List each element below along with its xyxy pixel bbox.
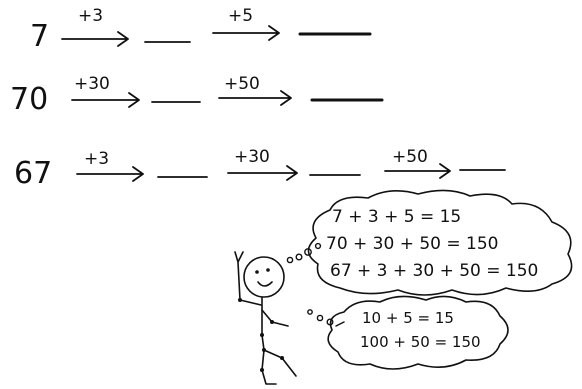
row-1-op-1: +3: [78, 6, 103, 26]
row-1: 7 +3 +5: [30, 6, 372, 54]
stick-figure: [234, 251, 297, 385]
row-2-start-number: 70: [10, 82, 48, 117]
row-3: 67 +3 +30 +50: [14, 147, 506, 191]
thought-cloud-large: 7 + 3 + 5 = 15 70 + 30 + 50 = 150 67 + 3…: [307, 189, 573, 296]
stick-figure-right-eye: [266, 268, 270, 272]
stick-figure-right-leg: [263, 349, 297, 377]
thought-large-line-3: 67 + 3 + 30 + 50 = 150: [330, 261, 538, 281]
row-3-arrow-1: [76, 166, 144, 182]
row-2-arrow-2: [218, 90, 292, 106]
row-1-arrow-1: [61, 31, 129, 47]
row-3-op-3: +50: [392, 147, 428, 167]
stick-figure-left-eye: [255, 270, 259, 274]
row-3-op-2: +30: [234, 147, 270, 167]
thought-large-line-1: 7 + 3 + 5 = 15: [332, 207, 461, 227]
thought-small-line-1: 10 + 5 = 15: [362, 309, 454, 327]
stick-figure-right-arm: [261, 309, 289, 327]
row-1-start-number: 7: [30, 19, 49, 54]
thought-large-line-2: 70 + 30 + 50 = 150: [326, 234, 499, 254]
thought-bubbles-small: [307, 309, 345, 327]
thought-bubbles-large: [286, 242, 322, 264]
row-2-op-1: +30: [74, 74, 110, 94]
row-1-op-2: +5: [228, 6, 253, 26]
stick-figure-left-arm: [234, 251, 262, 306]
row-3-arrow-3: [384, 163, 451, 179]
row-2-op-2: +50: [224, 74, 260, 94]
row-3-start-number: 67: [14, 156, 52, 191]
stick-figure-smile: [257, 281, 273, 287]
row-1-arrow-2: [212, 25, 280, 41]
stick-figure-head: [243, 256, 285, 298]
thought-cloud-large-outline: [307, 189, 573, 296]
stick-figure-body: [261, 296, 265, 351]
row-2: 70 +30 +50: [10, 74, 384, 117]
thought-cloud-small: 10 + 5 = 15 100 + 50 = 150: [327, 295, 509, 370]
row-3-op-1: +3: [84, 149, 109, 169]
thought-cloud-small-outline: [327, 295, 509, 370]
stick-figure-left-leg: [261, 349, 277, 385]
thought-small-line-2: 100 + 50 = 150: [360, 333, 481, 351]
row-2-arrow-1: [71, 92, 140, 108]
row-3-arrow-2: [227, 165, 298, 181]
